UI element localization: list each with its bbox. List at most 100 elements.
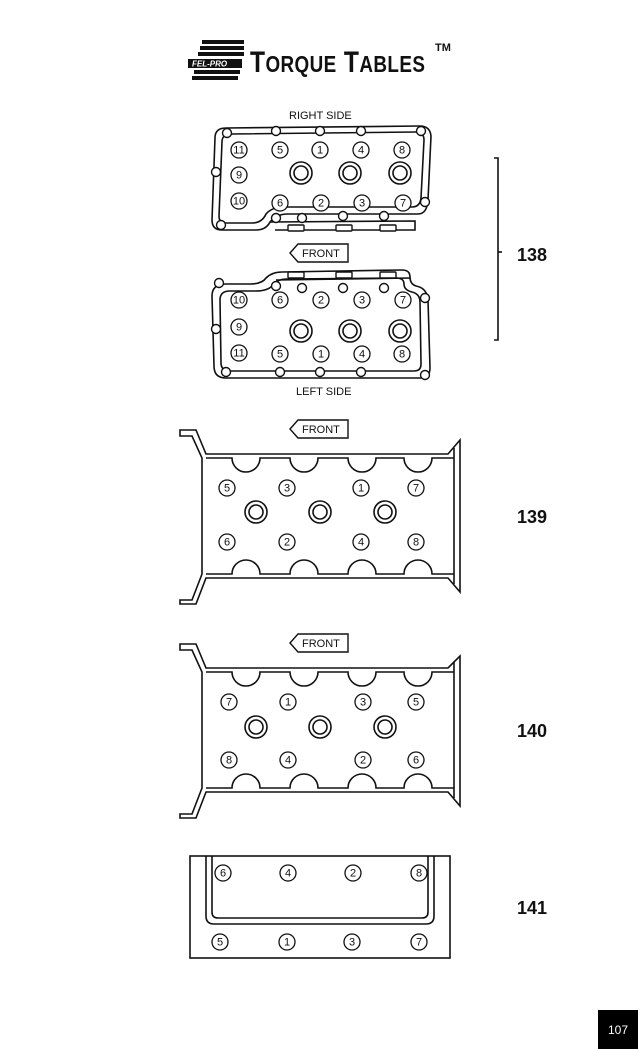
bolt-number: 2 (284, 537, 290, 549)
d140-bolt-5: 5 (407, 693, 425, 711)
d140-bolt-4: 4 (279, 751, 297, 769)
d141-bolt-5: 5 (211, 933, 229, 951)
bolt-number: 8 (226, 755, 232, 767)
bolt-number: 7 (400, 198, 406, 210)
d138-bolt-7: 7 (394, 194, 412, 212)
bolt-number: 4 (358, 145, 364, 157)
bolt-number: 4 (285, 755, 291, 767)
large-holes (244, 161, 412, 739)
front-label-139: FRONT (302, 424, 340, 436)
bolt-number: 3 (359, 198, 365, 210)
bolt-number: 4 (358, 537, 364, 549)
d138-bolt-11: 11 (230, 141, 248, 159)
bolt-number: 9 (236, 170, 242, 182)
bolt-number: 10 (233, 295, 245, 307)
bolt-number: 8 (413, 537, 419, 549)
d139-bolt-7: 7 (407, 479, 425, 497)
d138-bolt-5: 5 (271, 345, 289, 363)
bolt-number: 6 (413, 755, 419, 767)
d138-bolt-4: 4 (352, 141, 370, 159)
bolt-number: 8 (399, 349, 405, 361)
bolt-number: 5 (277, 145, 283, 157)
d138-bolt-11: 11 (230, 344, 248, 362)
bolt-number: 4 (359, 349, 365, 361)
bolt-number: 3 (359, 295, 365, 307)
diagram-138-bracket (494, 157, 499, 341)
d138-bolt-10: 10 (230, 192, 248, 210)
bolt-number: 6 (277, 198, 283, 210)
trademark-mark: TM (435, 42, 451, 54)
bolt-number: 2 (360, 755, 366, 767)
bolt-number: 8 (416, 868, 422, 880)
d138-bolt-2: 2 (312, 194, 330, 212)
bolt-number: 9 (236, 322, 242, 334)
d141-bolt-2: 2 (344, 864, 362, 882)
bolt-number: 2 (318, 295, 324, 307)
d141-bolt-1: 1 (278, 933, 296, 951)
d138-bolt-6: 6 (271, 291, 289, 309)
diagram-138-left-dowels (210, 277, 431, 381)
bolt-number: 5 (217, 937, 223, 949)
bolt-number: 11 (233, 348, 244, 360)
page-number: 107 (598, 1010, 638, 1049)
bolt-sequence-markers: 11 5 1 4 8 9 10 6 2 3 7 10 6 2 3 7 9 11 5 1 4 8 5 3 1 7 6 2 4 8 7 1 3 5 8 4… (211, 141, 428, 951)
d141-bolt-4: 4 (279, 864, 297, 882)
bolt-number: 1 (358, 483, 364, 495)
bolt-number: 4 (285, 868, 291, 880)
bolt-number: 2 (318, 198, 324, 210)
d138-bolt-9: 9 (230, 166, 248, 184)
d141-bolt-3: 3 (343, 933, 361, 951)
d138-bolt-3: 3 (353, 194, 371, 212)
bolt-number: 7 (413, 483, 419, 495)
d141-bolt-7: 7 (410, 933, 428, 951)
felpro-logo: FEL-PRO (186, 40, 246, 87)
diagram-140-head (179, 643, 461, 819)
bolt-number: 2 (350, 868, 356, 880)
bolt-number: 1 (317, 145, 323, 157)
front-label-138: FRONT (302, 248, 340, 260)
bolt-number: 5 (413, 697, 419, 709)
d139-bolt-1: 1 (352, 479, 370, 497)
bolt-number: 3 (360, 697, 366, 709)
d138-bolt-8: 8 (393, 345, 411, 363)
title-letter: T (343, 46, 360, 79)
d138-bolt-1: 1 (311, 141, 329, 159)
d138-bolt-8: 8 (393, 141, 411, 159)
front-label-140: FRONT (302, 638, 340, 650)
d141-bolt-6: 6 (214, 864, 232, 882)
bolt-number: 11 (233, 145, 244, 157)
ref-139: 139 (517, 507, 547, 527)
d140-bolt-1: 1 (279, 693, 297, 711)
d139-bolt-8: 8 (407, 533, 425, 551)
d140-bolt-8: 8 (220, 751, 238, 769)
diagram-138-right-dowels (210, 125, 431, 231)
front-arrows (289, 243, 349, 653)
diagram-139-head (179, 429, 461, 605)
d138-bolt-6: 6 (271, 194, 289, 212)
diagram-141-plate (189, 855, 451, 959)
page-title: TORQUE TABLES (250, 46, 425, 80)
d138-bolt-1: 1 (312, 345, 330, 363)
title-letter: T (250, 46, 266, 79)
bolt-number: 5 (277, 349, 283, 361)
bolt-number: 8 (399, 145, 405, 157)
bolt-number: 3 (349, 937, 355, 949)
bolt-number: 1 (318, 349, 324, 361)
bolt-number: 3 (284, 483, 290, 495)
d138-bolt-9: 9 (230, 318, 248, 336)
bolt-number: 7 (416, 937, 422, 949)
bolt-number: 6 (277, 295, 283, 307)
left-side-label: LEFT SIDE (296, 386, 351, 398)
svg-text:FEL-PRO: FEL-PRO (192, 60, 228, 69)
bolt-number: 10 (233, 196, 245, 208)
ref-138: 138 (517, 245, 547, 265)
d138-bolt-3: 3 (353, 291, 371, 309)
d138-bolt-10: 10 (230, 291, 248, 309)
bolt-number: 7 (400, 295, 406, 307)
bolt-number: 1 (285, 697, 291, 709)
d138-bolt-4: 4 (353, 345, 371, 363)
d139-bolt-3: 3 (278, 479, 296, 497)
title-word: ORQUE (265, 51, 337, 77)
ref-140: 140 (517, 721, 547, 741)
